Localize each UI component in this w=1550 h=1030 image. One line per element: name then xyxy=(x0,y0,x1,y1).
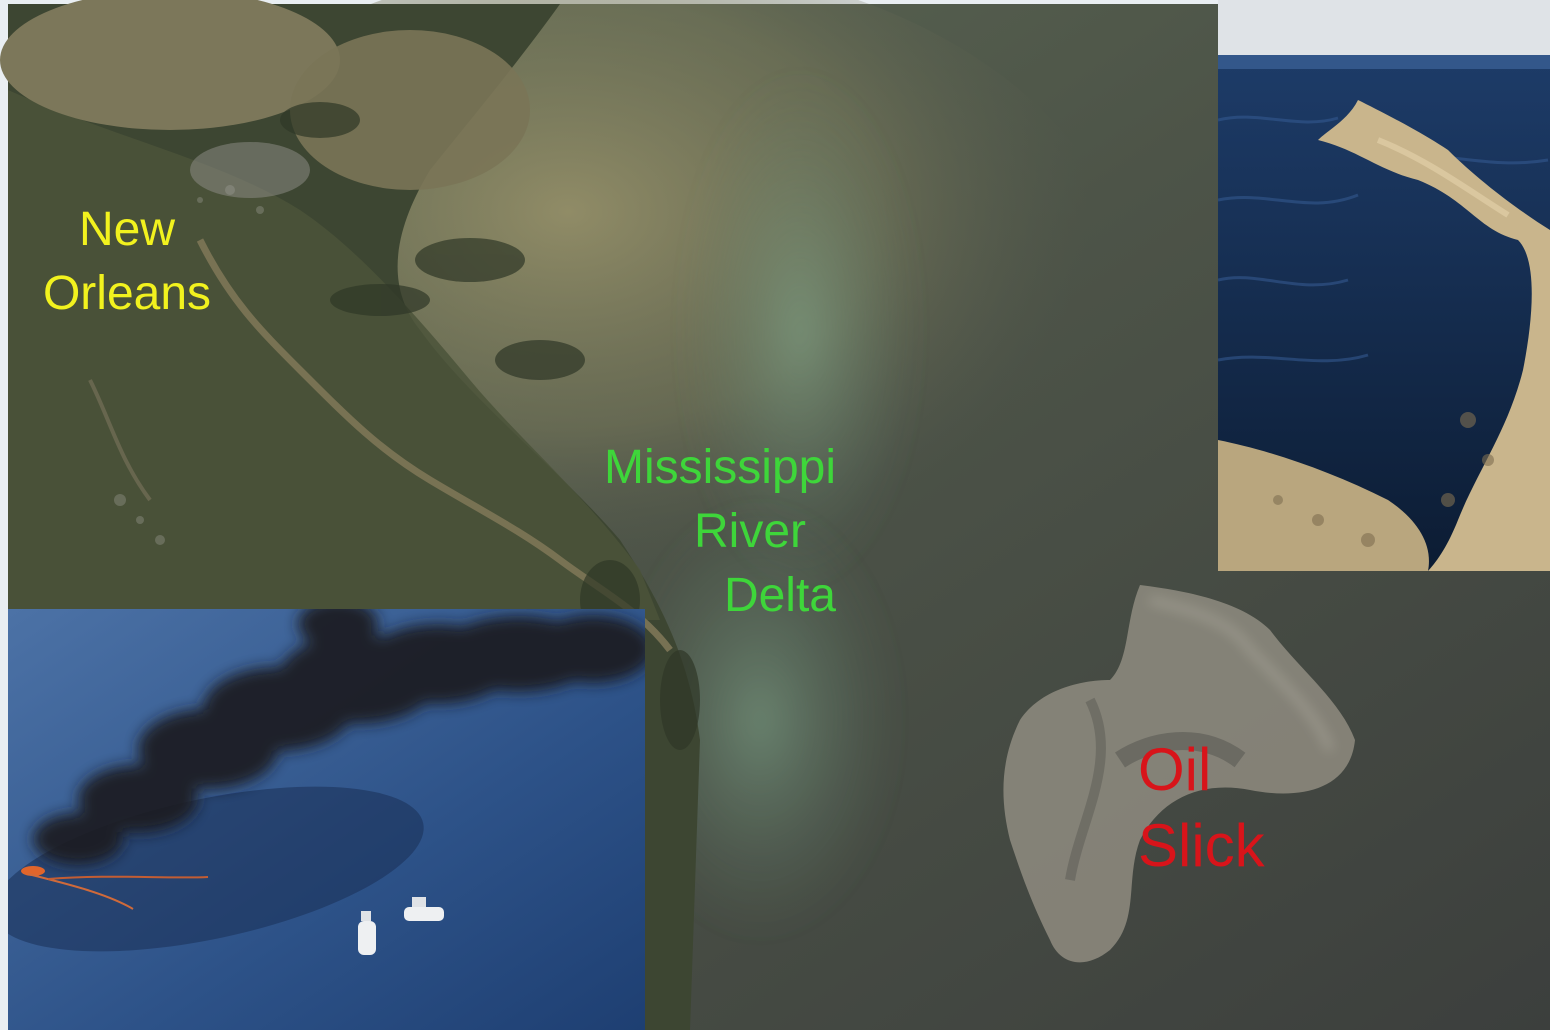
slick-label-line: Slick xyxy=(1138,812,1265,879)
delta-label-line: Mississippi xyxy=(603,441,836,494)
mississippi-delta-label: Mississippi River Delta xyxy=(568,436,836,628)
city-label-line: New xyxy=(78,203,176,256)
burning-oil-photo xyxy=(8,609,645,1030)
boat-icon xyxy=(404,897,444,921)
delta-label-line: River xyxy=(693,505,806,558)
city-label-line: Orleans xyxy=(42,267,212,320)
oil-wave-photo xyxy=(1218,0,1550,571)
delta-label-line: Delta xyxy=(723,569,836,622)
boat-icon xyxy=(358,911,376,955)
new-orleans-label: New Orleans xyxy=(32,198,222,326)
oil-slick-label: Oil Slick xyxy=(1138,732,1265,884)
slick-label-line: Oil xyxy=(1138,736,1212,803)
